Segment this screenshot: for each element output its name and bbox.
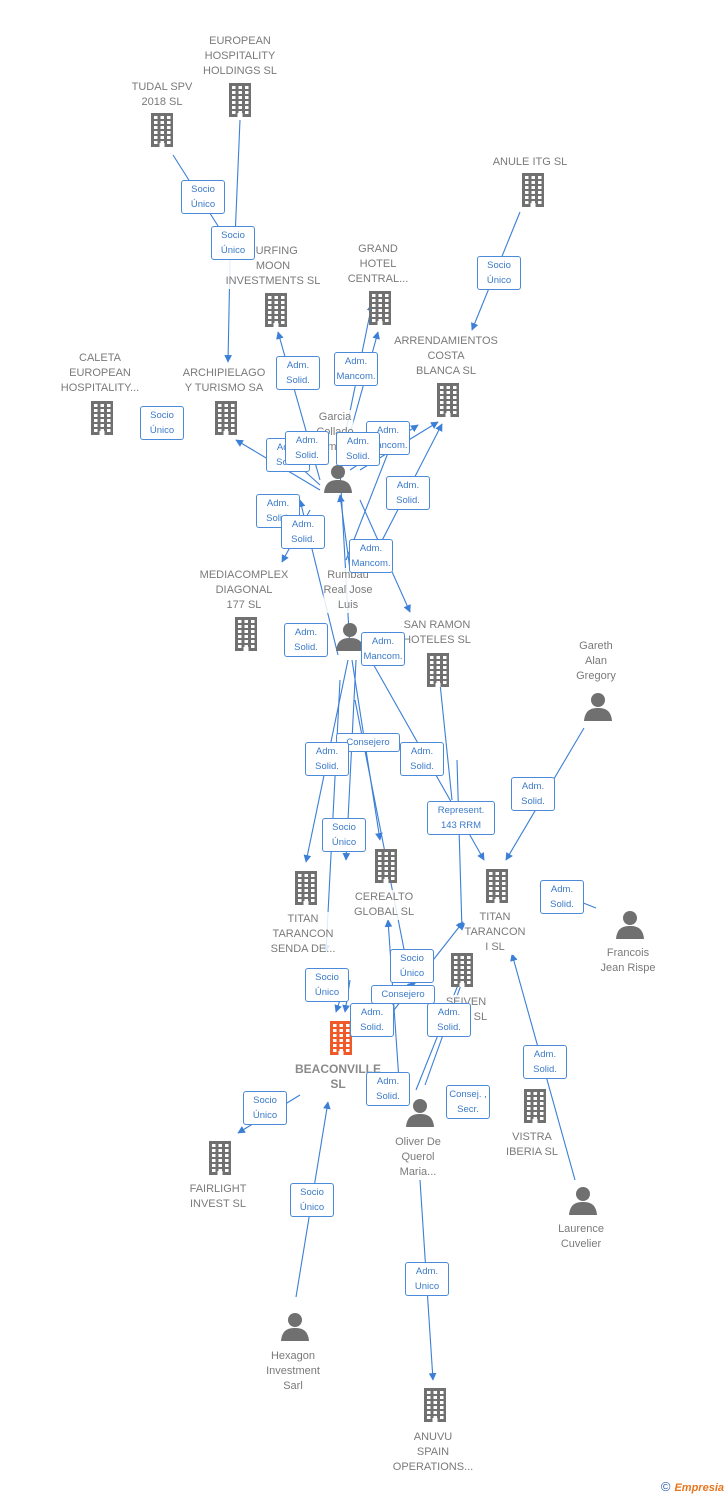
relation-badge[interactable]: Adm. Solid. (336, 432, 380, 466)
relation-badge[interactable]: Adm. Solid. (511, 777, 555, 811)
relation-badge[interactable]: Socio Único (243, 1091, 287, 1125)
san-ramon-label[interactable]: SAN RAMON HOTELES SL (403, 618, 471, 648)
relation-badge[interactable]: Adm. Solid. (284, 623, 328, 657)
empresia-brand: Empresia (674, 1482, 724, 1494)
relation-badge[interactable]: Consejero (371, 985, 435, 1004)
copyright-symbol: © (660, 1479, 671, 1494)
relation-edge (336, 469, 351, 651)
relation-badge[interactable]: Adm. Solid. (540, 880, 584, 914)
titan-senda-label[interactable]: TITAN TARANCON SENDA DE... (270, 912, 336, 957)
gareth-label[interactable]: Gareth Alan Gregory (576, 639, 616, 684)
hexagon-label[interactable]: Hexagon Investment Sarl (266, 1349, 320, 1394)
cerealto-label[interactable]: CEREALTO GLOBAL SL (353, 890, 415, 920)
anuvu-label[interactable]: ANUVU SPAIN OPERATIONS... (392, 1430, 474, 1475)
fairlight-building-icon[interactable] (206, 1140, 234, 1181)
caleta-building-icon[interactable] (88, 400, 116, 441)
relation-edge (231, 119, 241, 239)
relation-badge[interactable]: Adm. Solid. (386, 476, 430, 510)
surfing-label[interactable]: SURFING MOON INVESTMENTS SL (225, 244, 321, 289)
beaconville-building-icon[interactable] (327, 1020, 355, 1061)
anule-label[interactable]: ANULE ITG SL (492, 155, 568, 170)
relation-badge[interactable]: Socio Único (211, 226, 255, 260)
grand-hotel-building-icon[interactable] (366, 290, 394, 331)
relation-badge[interactable]: Socio Único (181, 180, 225, 214)
anuvu-building-icon[interactable] (421, 1387, 449, 1428)
relation-badge[interactable]: Socio Único (140, 406, 184, 440)
relation-edge (334, 999, 342, 1013)
relation-badge[interactable]: Adm. Solid. (366, 1072, 410, 1106)
gareth-person-icon[interactable] (583, 691, 613, 726)
arrendamientos-label[interactable]: ARRENDAMIENTOS COSTA BLANCA SL (394, 334, 498, 379)
relation-badge[interactable]: Adm. Mancom. (349, 539, 393, 573)
relation-badge[interactable]: Consej. , Secr. (446, 1085, 490, 1119)
laurence-person-icon[interactable] (568, 1185, 598, 1220)
relation-badge[interactable]: Socio Único (290, 1183, 334, 1217)
tudal-building-icon[interactable] (148, 112, 176, 153)
surfing-building-icon[interactable] (262, 292, 290, 333)
relation-badge[interactable]: Adm. Solid. (276, 356, 320, 390)
relation-badge[interactable]: Adm. Solid. (305, 742, 349, 776)
garcia-person-icon[interactable] (323, 463, 353, 498)
relation-badge[interactable]: Socio Único (322, 818, 366, 852)
mediacomplex-building-icon[interactable] (232, 616, 260, 657)
hexagon-person-icon[interactable] (280, 1311, 310, 1346)
relation-badge[interactable]: Adm. Solid. (281, 515, 325, 549)
rumbau-person-icon[interactable] (335, 621, 365, 656)
european-hospitality-holdings-building-icon[interactable] (226, 82, 254, 123)
francois-person-icon[interactable] (615, 909, 645, 944)
seiven-building-icon[interactable] (448, 952, 476, 993)
francois-label[interactable]: Francois Jean Rispe (600, 946, 656, 976)
caleta-label[interactable]: CALETA EUROPEAN HOSPITALITY... (60, 351, 140, 396)
relation-badge[interactable]: Socio Único (305, 968, 349, 1002)
relation-badge[interactable]: Socio Único (477, 256, 521, 290)
relation-badge[interactable]: Adm. Unico (405, 1262, 449, 1296)
cerealto-building-icon[interactable] (372, 848, 400, 889)
tudal-label[interactable]: TUDAL SPV 2018 SL (131, 80, 193, 110)
arrendamientos-building-icon[interactable] (434, 382, 462, 423)
mediacomplex-label[interactable]: MEDIACOMPLEX DIAGONAL 177 SL (199, 568, 289, 613)
european-hospitality-holdings-label[interactable]: EUROPEAN HOSPITALITY HOLDINGS SL (203, 34, 277, 79)
oliver-label[interactable]: Oliver De Querol Maria... (395, 1135, 441, 1180)
relation-badge[interactable]: Represent. 143 RRM (427, 801, 495, 835)
relation-badge[interactable]: Adm. Solid. (285, 431, 329, 465)
titan-senda-building-icon[interactable] (292, 870, 320, 911)
relation-edge (322, 679, 341, 953)
relation-edge (456, 759, 466, 931)
fairlight-label[interactable]: FAIRLIGHT INVEST SL (189, 1182, 247, 1212)
empresia-credit: ©Empresia (661, 1479, 724, 1494)
grand-hotel-label[interactable]: GRAND HOTEL CENTRAL... (347, 242, 409, 287)
relation-badge[interactable]: Adm. Mancom. (334, 352, 378, 386)
vistra-building-icon[interactable] (521, 1088, 549, 1129)
archipielago-label[interactable]: ARCHIPIELAGO Y TURISMO SA (182, 366, 266, 396)
relation-badge[interactable]: Adm. Solid. (350, 1003, 394, 1037)
anule-building-icon[interactable] (519, 172, 547, 213)
relation-badge[interactable]: Adm. Solid. (427, 1003, 471, 1037)
relation-badge[interactable]: Adm. Solid. (400, 742, 444, 776)
laurence-label[interactable]: Laurence Cuvelier (558, 1222, 604, 1252)
rumbau-label[interactable]: Rumbau Real Jose Luis (323, 568, 373, 613)
relation-badge[interactable]: Adm. Solid. (523, 1045, 567, 1079)
vistra-label[interactable]: VISTRA IBERIA SL (506, 1130, 558, 1160)
archipielago-building-icon[interactable] (212, 400, 240, 441)
relation-badge[interactable]: Socio Único (390, 949, 434, 983)
relation-badge[interactable]: Adm. Mancom. (361, 632, 405, 666)
titan-i-building-icon[interactable] (483, 868, 511, 909)
titan-i-label[interactable]: TITAN TARANCON I SL (464, 910, 526, 955)
oliver-person-icon[interactable] (405, 1097, 435, 1132)
san-ramon-building-icon[interactable] (424, 652, 452, 693)
